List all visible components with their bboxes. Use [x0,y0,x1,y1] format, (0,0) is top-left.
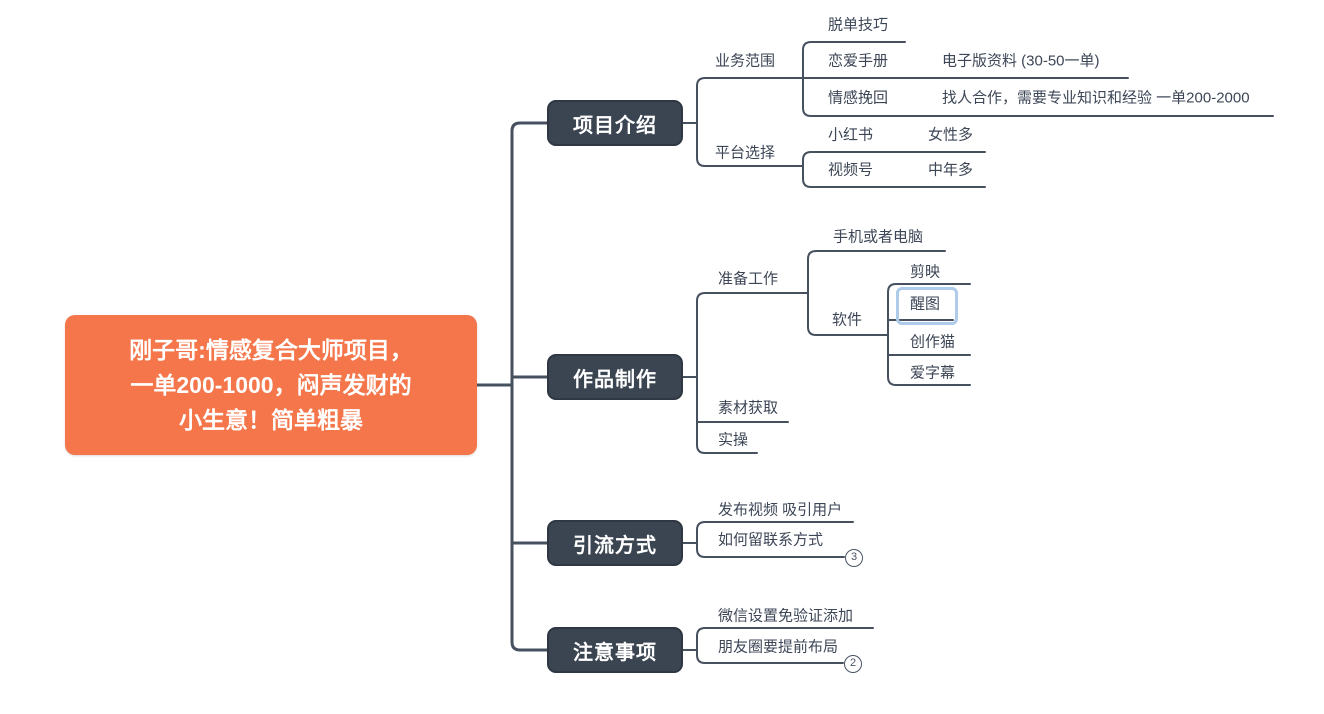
collapsed-count-badge-moments[interactable]: 2 [844,655,862,673]
root-node-line1: 刚子哥:情感复合大师项目， [129,336,413,363]
note-mostly-female[interactable]: 女性多 [928,126,974,144]
note-mostly-middle-aged[interactable]: 中年多 [928,161,974,179]
node-wechat-no-verify[interactable]: 微信设置免验证添加 [718,607,854,625]
note-ebook-price[interactable]: 电子版资料 (30-50一单) [942,52,1100,70]
node-software[interactable]: 软件 [832,311,863,329]
branch-node-project-intro[interactable]: 项目介绍 [547,100,683,146]
node-platform-choice[interactable]: 平台选择 [715,144,776,162]
root-node-line2: 一单200-1000，闷声发财的 [130,371,412,398]
branch-node-traffic-method[interactable]: 引流方式 [547,520,683,566]
root-node-line3: 小生意！简单粗暴 [179,406,363,433]
note-cooperation-price[interactable]: 找人合作，需要专业知识和经验 一单200-2000 [942,89,1250,107]
connector-platform-children [802,151,986,188]
selection-box [896,287,958,325]
connector-branch1-children [696,77,804,167]
root-node[interactable]: 刚子哥:情感复合大师项目， 一单200-1000，闷声发财的 小生意！简单粗暴 [65,315,477,455]
node-jianying[interactable]: 剪映 [910,263,941,281]
connector-branch3-children [696,521,854,558]
node-business-scope[interactable]: 业务范围 [715,52,776,70]
node-material-acquisition[interactable]: 素材获取 [718,399,779,417]
collapsed-count-badge-contact[interactable]: 3 [845,549,863,567]
node-phone-or-computer[interactable]: 手机或者电脑 [833,228,924,246]
node-practice[interactable]: 实操 [718,431,749,449]
connector-branch4-children [696,627,874,664]
node-xingtu[interactable]: 醒图 [910,295,941,313]
node-chuangzuomao[interactable]: 创作猫 [910,333,956,351]
connector-trunk [510,121,549,652]
connector-branch2-children [696,292,809,454]
connector-preparation-children [807,250,946,336]
node-preparation[interactable]: 准备工作 [718,270,779,288]
connector-software-children [887,283,971,386]
node-emotion-recovery[interactable]: 情感挽回 [828,89,889,107]
branch-node-content-creation[interactable]: 作品制作 [547,354,683,400]
node-dating-tips[interactable]: 脱单技巧 [828,16,889,34]
node-aizimu[interactable]: 爱字幕 [910,364,956,382]
branch-node-notes[interactable]: 注意事项 [547,627,683,673]
node-xiaohongshu[interactable]: 小红书 [828,126,874,144]
node-contact-method[interactable]: 如何留联系方式 [718,531,824,549]
node-love-manual[interactable]: 恋爱手册 [828,52,889,70]
node-shipinhao[interactable]: 视频号 [828,161,874,179]
node-moments-layout[interactable]: 朋友圈要提前布局 [718,638,839,656]
node-publish-videos[interactable]: 发布视频 吸引用户 [718,501,843,519]
